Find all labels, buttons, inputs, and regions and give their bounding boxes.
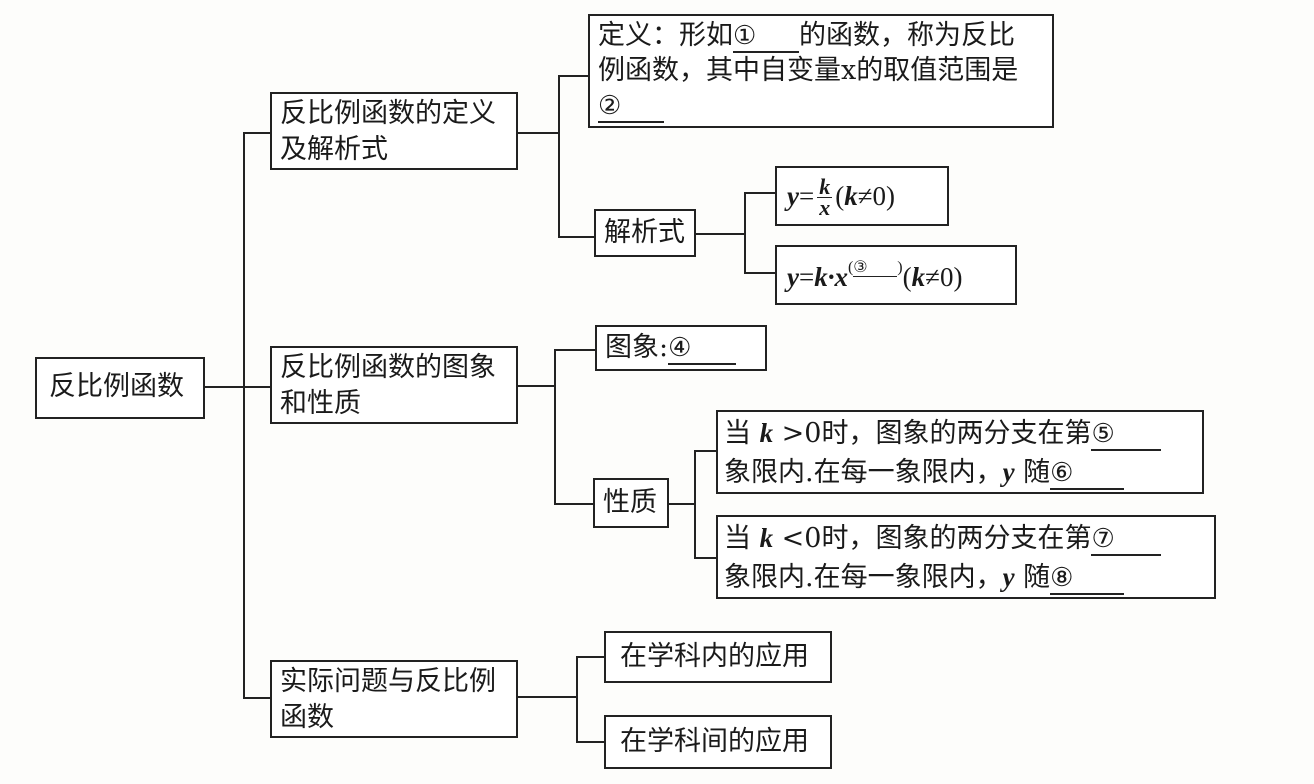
app-label: 在学科内的应用 [620, 641, 809, 672]
connector [243, 386, 272, 388]
branch-label-line2: 函数 [280, 702, 334, 733]
connector [205, 386, 245, 388]
formula-box-2: y=k·x(③)(k≠0) [775, 245, 1017, 305]
app-label: 在学科间的应用 [620, 726, 809, 757]
connector [694, 450, 696, 558]
connector [694, 557, 718, 559]
connector [554, 503, 594, 505]
connector [518, 132, 560, 134]
analytic-node: 解析式 [594, 209, 696, 257]
connector [518, 385, 556, 387]
connector [576, 656, 578, 742]
branch-label-line1: 实际问题与反比例 [280, 666, 496, 697]
connector [554, 349, 596, 351]
branch-application-node: 实际问题与反比例 函数 [270, 660, 518, 738]
blank-7: ⑦ [1091, 524, 1162, 556]
connector [669, 503, 696, 505]
connector [744, 272, 776, 274]
app-cross-subject-box: 在学科间的应用 [604, 715, 832, 769]
connector [558, 75, 560, 237]
blank-6: ⑥ [1050, 458, 1125, 490]
definition-text-line2: 例函数，其中自变量x的取值范围是 [598, 55, 1019, 86]
property-positive-box: 当 k >0时，图象的两分支在第⑤ 象限内.在每一象限内，y 随⑥ [716, 410, 1204, 494]
blank-4: ④ [668, 333, 737, 365]
branch-label-line2: 及解析式 [280, 134, 388, 165]
connector [558, 236, 594, 238]
property-negative-box: 当 k <0时，图象的两分支在第⑦ 象限内.在每一象限内，y 随⑧ [716, 515, 1216, 599]
connector [744, 192, 746, 273]
graph-label: 图象: [605, 332, 669, 363]
branch-definition-node: 反比例函数的定义 及解析式 [270, 92, 518, 170]
root-node: 反比例函数 [35, 357, 205, 419]
connector [696, 233, 746, 235]
connector [576, 656, 606, 658]
connector [243, 132, 272, 134]
properties-label: 性质 [603, 487, 657, 518]
connector [744, 192, 776, 194]
branch-label-line1: 反比例函数的图象 [280, 352, 496, 383]
connector [694, 450, 718, 452]
blank-2: ② [598, 91, 664, 123]
connector [554, 349, 556, 504]
branch-label-line2: 和性质 [280, 388, 361, 419]
connector [558, 75, 590, 77]
connector [518, 696, 578, 698]
branch-label-line1: 反比例函数的定义 [280, 98, 496, 129]
connector [576, 741, 606, 743]
exponent-blank: (③) [847, 259, 903, 277]
connector [243, 132, 245, 698]
graph-box: 图象:④ [595, 325, 767, 371]
app-within-subject-box: 在学科内的应用 [604, 631, 832, 683]
connector [243, 697, 272, 699]
definition-text: 定义：形如 [598, 20, 733, 51]
root-label: 反比例函数 [49, 371, 184, 402]
branch-graph-node: 反比例函数的图象 和性质 [270, 346, 518, 424]
blank-1: ① [733, 21, 799, 53]
properties-node: 性质 [593, 478, 669, 528]
blank-5: ⑤ [1091, 419, 1162, 451]
blank-8: ⑧ [1050, 563, 1125, 595]
analytic-label: 解析式 [604, 217, 685, 248]
